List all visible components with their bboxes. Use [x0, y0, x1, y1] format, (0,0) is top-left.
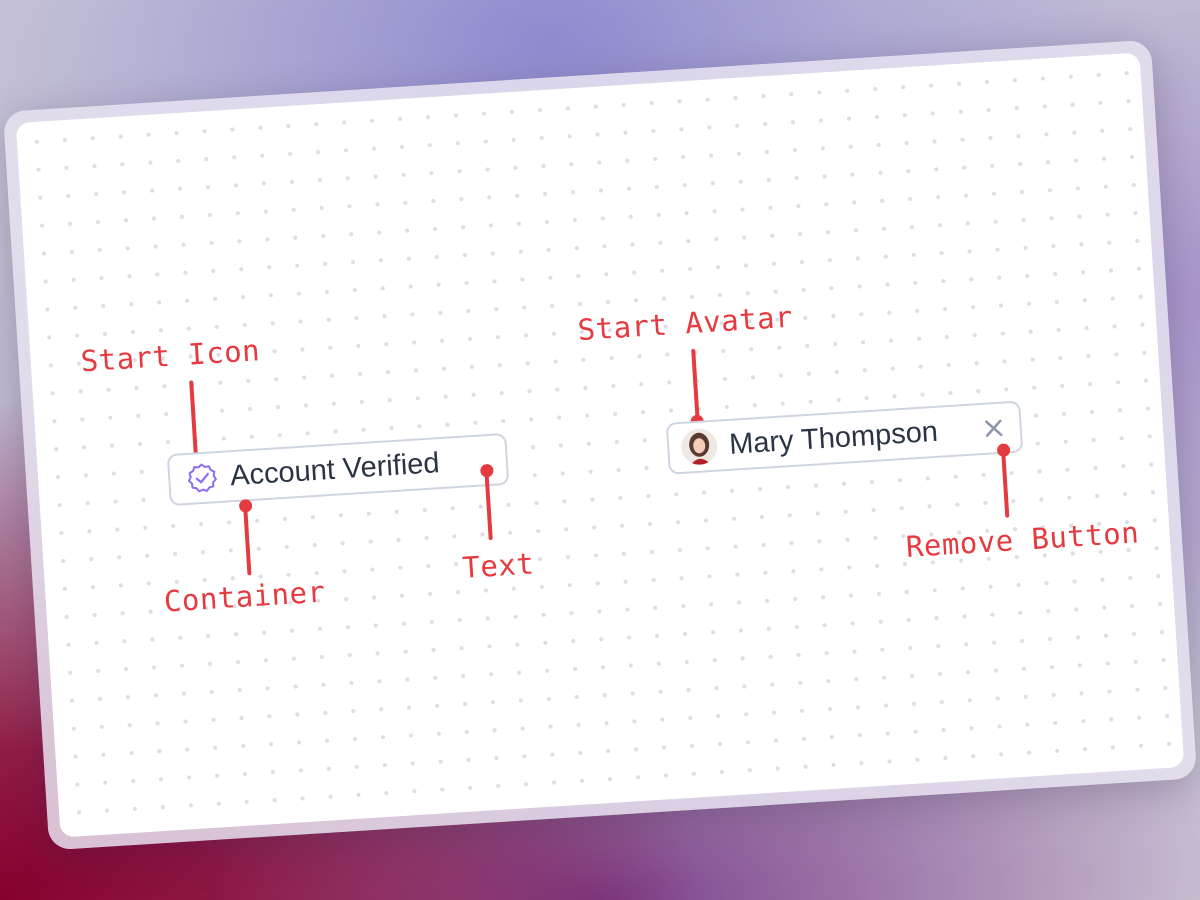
chip-account-verified[interactable]: Account Verified: [166, 432, 510, 507]
chip-label-mary-thompson: Mary Thompson: [728, 415, 939, 461]
leader-line-start-icon: [189, 380, 199, 459]
badge-check-icon: [185, 461, 219, 495]
annotation-remove-button: Remove Button: [904, 515, 1141, 564]
leader-line-start-avatar: [691, 348, 700, 419]
avatar: [680, 427, 719, 466]
chip-label-account-verified: Account Verified: [229, 446, 441, 492]
chip-mary-thompson[interactable]: Mary Thompson: [665, 400, 1024, 475]
close-icon: [984, 419, 1003, 437]
leader-line-remove-button: [1001, 449, 1010, 518]
annotation-container: Container: [162, 574, 327, 619]
remove-button[interactable]: [979, 413, 1009, 443]
canvas-card: Start Icon Account Verified Container Te…: [2, 39, 1198, 851]
annotation-text: Text: [461, 546, 536, 585]
annotation-start-icon: Start Icon: [79, 333, 262, 379]
dotted-canvas: Start Icon Account Verified Container Te…: [15, 52, 1185, 838]
annotation-start-avatar: Start Avatar: [576, 299, 794, 348]
leader-line-container: [243, 505, 252, 576]
